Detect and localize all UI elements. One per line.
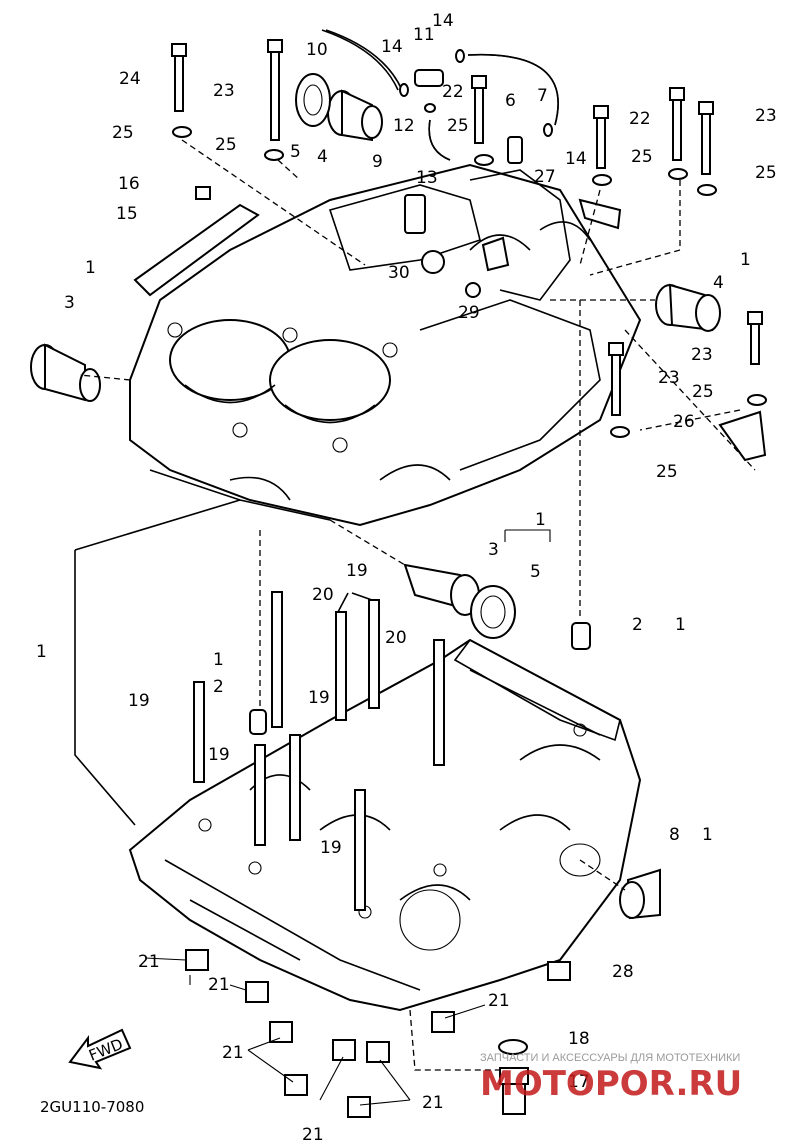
- callout-25: 25: [692, 382, 714, 402]
- callout-22: 22: [442, 82, 464, 102]
- watermark-logo: MOTOPOR.RU: [480, 1064, 742, 1104]
- callout-1: 1: [675, 615, 686, 635]
- callout-9: 9: [372, 152, 383, 172]
- callout-22: 22: [629, 109, 651, 129]
- callout-1: 1: [213, 650, 224, 670]
- callout-1: 1: [702, 825, 713, 845]
- callout-3: 3: [488, 540, 499, 560]
- callout-24: 24: [119, 69, 141, 89]
- callout-19: 19: [320, 838, 342, 858]
- callout-1: 1: [740, 250, 751, 270]
- callout-30: 30: [388, 263, 410, 283]
- callout-19: 19: [208, 745, 230, 765]
- callout-14: 14: [432, 11, 454, 31]
- callout-21: 21: [422, 1093, 444, 1113]
- callout-26: 26: [673, 412, 695, 432]
- callout-labels: 14 10 14 11 24 23 22 6 7 12 25 22 23 25 …: [36, 11, 777, 1145]
- callout-1: 1: [535, 510, 546, 530]
- watermark-tagline: ЗАПЧАСТИ И АКСЕССУАРЫ ДЛЯ МОТОТЕХНИКИ: [480, 1052, 740, 1064]
- callout-20: 20: [312, 585, 334, 605]
- drawing-code: 2GU110-7080: [40, 1098, 144, 1116]
- callout-18: 18: [568, 1029, 590, 1049]
- callout-23: 23: [755, 106, 777, 126]
- callout-10: 10: [306, 40, 328, 60]
- watermark: ЗАПЧАСТИ И АКСЕССУАРЫ ДЛЯ МОТОТЕХНИКИ MO…: [480, 1052, 742, 1104]
- callout-25: 25: [447, 116, 469, 136]
- callout-14: 14: [565, 149, 587, 169]
- callout-21: 21: [302, 1125, 324, 1145]
- callout-25: 25: [755, 163, 777, 183]
- callout-23: 23: [691, 345, 713, 365]
- callout-1: 1: [36, 642, 47, 662]
- callout-4: 4: [713, 273, 724, 293]
- callout-21: 21: [208, 975, 230, 995]
- callout-4: 4: [317, 147, 328, 167]
- callout-2: 2: [213, 677, 224, 697]
- callout-25: 25: [631, 147, 653, 167]
- hoses-and-fittings: [133, 29, 767, 1115]
- callout-17: 17: [568, 1072, 590, 1092]
- callout-28: 28: [612, 962, 634, 982]
- callout-21: 21: [222, 1043, 244, 1063]
- callout-27: 27: [534, 167, 556, 187]
- callout-21: 21: [138, 952, 160, 972]
- callout-29: 29: [458, 303, 480, 323]
- callout-23: 23: [213, 81, 235, 101]
- fwd-arrow: FWD: [68, 1028, 132, 1070]
- callout-7: 7: [537, 86, 548, 106]
- studs-and-bolts: [171, 39, 767, 911]
- fwd-label: FWD: [86, 1035, 125, 1065]
- callout-2: 2: [632, 615, 643, 635]
- lower-crankcase: [128, 638, 642, 1012]
- callout-5: 5: [530, 562, 541, 582]
- callout-14: 14: [381, 37, 403, 57]
- callout-23: 23: [658, 368, 680, 388]
- upper-crankcase: [129, 163, 642, 527]
- leader-lines: [74, 139, 756, 1106]
- bearings-and-seals: [30, 73, 721, 920]
- callout-8: 8: [669, 825, 680, 845]
- callout-19: 19: [346, 561, 368, 581]
- callout-1: 1: [85, 258, 96, 278]
- callout-12: 12: [393, 116, 415, 136]
- callout-15: 15: [116, 204, 138, 224]
- callout-3: 3: [64, 293, 75, 313]
- callout-6: 6: [505, 91, 516, 111]
- callout-19: 19: [128, 691, 150, 711]
- callout-5: 5: [290, 142, 301, 162]
- callout-21: 21: [488, 991, 510, 1011]
- callout-16: 16: [118, 174, 140, 194]
- callout-25: 25: [656, 462, 678, 482]
- callout-11: 11: [413, 25, 435, 45]
- callout-20: 20: [385, 628, 407, 648]
- callout-13: 13: [416, 168, 438, 188]
- callout-25: 25: [215, 135, 237, 155]
- callout-25: 25: [112, 123, 134, 143]
- callout-19: 19: [308, 688, 330, 708]
